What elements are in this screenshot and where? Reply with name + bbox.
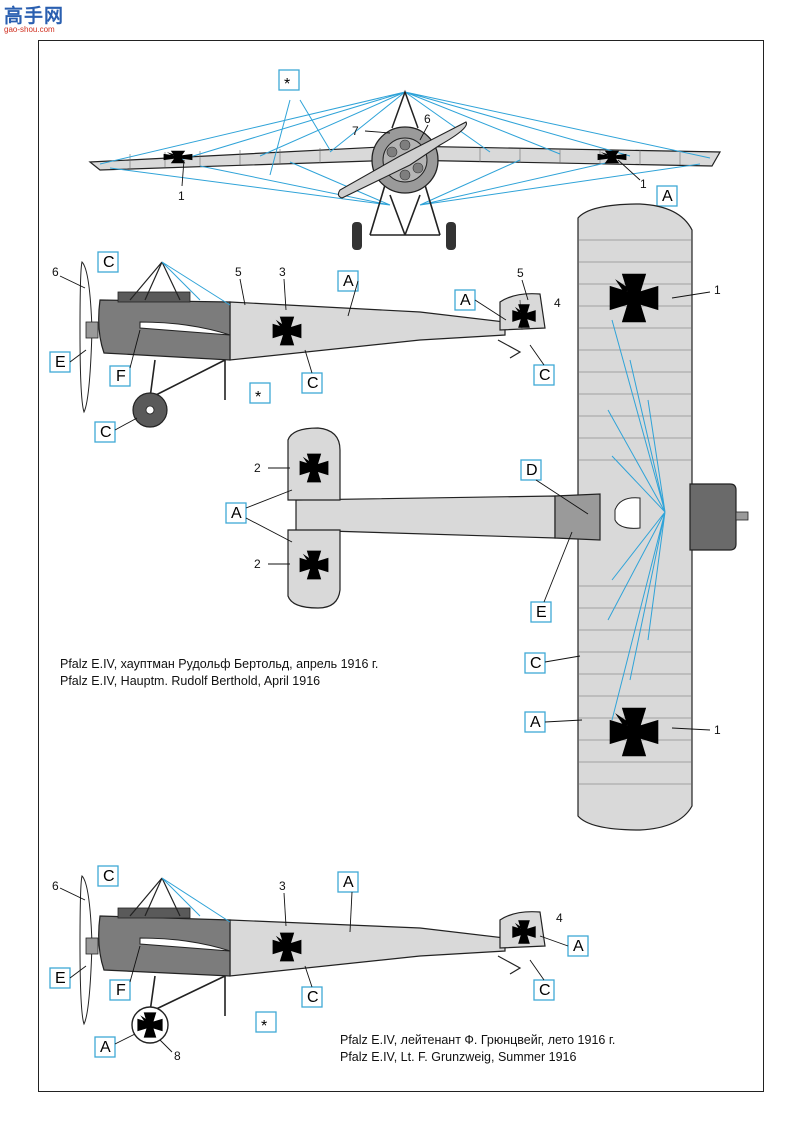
svg-text:*: * (261, 1018, 267, 1035)
callout-2-lower: 2 (254, 557, 261, 571)
svg-text:*: * (255, 389, 261, 406)
callout-3-side1: 3 (279, 265, 286, 279)
label-A-tail2: A (567, 935, 589, 957)
label-A-top-tail: A (225, 502, 247, 524)
top-view: 2 2 1 1 A D E C A (225, 203, 749, 831)
svg-text:C: C (307, 989, 319, 1006)
label-C-prop1: C (97, 251, 119, 273)
drawing-frame (38, 40, 764, 1092)
watermark-url: gao-shou.com (4, 25, 55, 34)
svg-text:E: E (55, 970, 66, 987)
caption-1-ru: Pfalz E.IV, хауптман Рудольф Бертольд, а… (60, 657, 379, 671)
svg-text:A: A (662, 188, 673, 205)
callout-3-side2: 3 (279, 879, 286, 893)
callout-6-side1: 6 (52, 265, 59, 279)
label-A-side1: A (337, 270, 359, 292)
svg-text:F: F (116, 368, 126, 385)
callout-6-side2: 6 (52, 879, 59, 893)
label-F-side2: F (109, 979, 131, 1001)
callout-8: 8 (174, 1049, 181, 1063)
label-C-tail2: C (533, 979, 555, 1001)
svg-text:F: F (116, 982, 126, 999)
svg-text:A: A (573, 938, 584, 955)
label-A-wheel2: A (94, 1036, 116, 1058)
svg-text:C: C (530, 655, 542, 672)
label-C-side1: C (301, 372, 323, 394)
label-A-side2: A (337, 871, 359, 893)
svg-text:E: E (536, 604, 547, 621)
watermark-cn: 高手网 (4, 5, 65, 27)
callout-1-front-left: 1 (178, 189, 185, 203)
callout-1-top-upper: 1 (714, 283, 721, 297)
label-E-side1: E (49, 351, 71, 373)
svg-text:A: A (343, 273, 354, 290)
label-E-side2: E (49, 967, 71, 989)
label-star-front: * (278, 69, 300, 93)
label-C-tail1: C (533, 364, 555, 386)
label-C-wheel1: C (94, 421, 116, 443)
label-F-side1: F (109, 365, 131, 387)
svg-text:C: C (100, 424, 112, 441)
front-view: 1 1 7 6 * A (88, 69, 722, 250)
caption-1-en: Pfalz E.IV, Hauptm. Rudolf Berthold, Apr… (60, 674, 321, 688)
side-view-1: 6 5 3 5 4 C A A E F C C * C (49, 251, 561, 443)
svg-text:D: D (526, 462, 538, 479)
label-C-prop2: C (97, 865, 119, 887)
label-C-top: C (524, 652, 546, 674)
caption-2-ru: Pfalz E.IV, лейтенант Ф. Грюнцвейг, лето… (340, 1033, 616, 1047)
svg-text:C: C (539, 367, 551, 384)
caption-2: Pfalz E.IV, лейтенант Ф. Грюнцвейг, лето… (340, 1032, 615, 1066)
callout-4-side2: 4 (556, 911, 563, 925)
svg-text:C: C (307, 375, 319, 392)
svg-text:C: C (103, 254, 115, 271)
svg-text:E: E (55, 354, 66, 371)
svg-text:A: A (460, 292, 471, 309)
svg-text:A: A (343, 874, 354, 891)
svg-text:*: * (284, 76, 290, 93)
svg-text:C: C (103, 868, 115, 885)
label-A-tail1: A (454, 289, 476, 311)
label-E-top: E (530, 601, 552, 623)
callout-1-front-right: 1 (640, 177, 647, 191)
caption-2-en: Pfalz E.IV, Lt. F. Grunzweig, Summer 191… (340, 1050, 577, 1064)
label-D-top: D (520, 459, 542, 481)
label-star-side2: * (255, 1011, 277, 1035)
svg-text:A: A (100, 1039, 111, 1056)
label-star-side1: * (249, 382, 271, 406)
callout-4-side1: 4 (554, 296, 561, 310)
callout-7: 7 (352, 124, 359, 138)
callout-6-front: 6 (424, 112, 431, 126)
svg-text:C: C (539, 982, 551, 999)
label-C-side2: C (301, 986, 323, 1008)
svg-text:A: A (231, 505, 242, 522)
svg-text:A: A (530, 714, 541, 731)
callout-2-upper: 2 (254, 461, 261, 475)
callout-5-side1: 5 (235, 265, 242, 279)
label-A-front: A (656, 185, 678, 207)
callout-5-tail1: 5 (517, 266, 524, 280)
callout-1-top-lower: 1 (714, 723, 721, 737)
side-view-2: 6 3 4 8 C A A E F C C * A (49, 865, 589, 1063)
label-A-top-wing: A (524, 711, 546, 733)
caption-1: Pfalz E.IV, хауптман Рудольф Бертольд, а… (60, 656, 378, 690)
watermark-logo: 高手网 gao-shou.com (4, 3, 74, 35)
